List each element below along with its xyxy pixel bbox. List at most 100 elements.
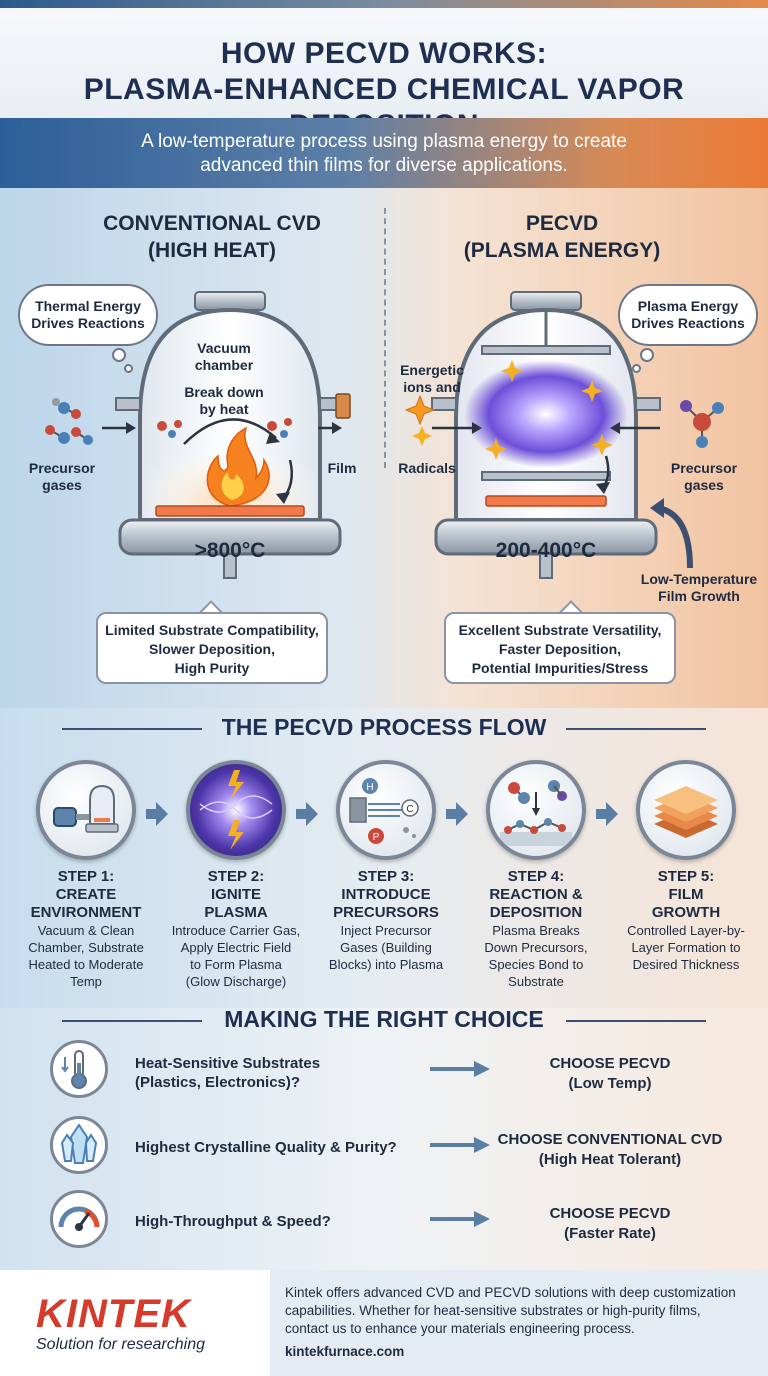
step-2-name-line2: PLASMA xyxy=(204,904,268,921)
pecvd-temperature: 200-400°C xyxy=(495,539,597,562)
process-flow-section: THE PECVD PROCESS FLOW STEP 1: CREATE EN… xyxy=(0,708,768,1008)
step-5-name-line1: FILM xyxy=(668,886,704,903)
conventional-callout-line1: Limited Substrate Compatibility, xyxy=(105,622,319,638)
pecvd-callout-line2: Faster Deposition, xyxy=(498,641,622,657)
step-3-desc-line1: Inject Precursor xyxy=(340,923,432,938)
step-1-number: STEP 1: xyxy=(57,868,115,885)
p-atom-label: P xyxy=(373,832,380,843)
conventional-callout-line2: Slower Deposition, xyxy=(148,641,275,657)
choice-question-3-line1: High-Throughput & Speed? xyxy=(135,1213,331,1230)
choice-title: MAKING THE RIGHT CHOICE xyxy=(224,1006,544,1032)
page-title-line1: HOW PECVD WORKS: xyxy=(220,37,548,70)
step-3-name-line1: INTRODUCE xyxy=(341,886,431,903)
step-2-desc-line2: Apply Electric Field xyxy=(180,940,292,955)
plasma-cloud-line2: Drives Reactions xyxy=(631,315,745,331)
precursor-molecule-icon-right xyxy=(680,400,724,448)
precursor-gases-label-right: Precursor gases xyxy=(664,460,744,494)
vacuum-pump-icon xyxy=(36,760,136,860)
section-rule-left xyxy=(62,1020,202,1022)
kintek-logo: KINTEK xyxy=(36,1292,191,1336)
thought-bubble-dot xyxy=(640,348,654,362)
precursor-injection-icon: H C P xyxy=(336,760,436,860)
conventional-callout-line3: High Purity xyxy=(174,660,250,676)
curved-growth-arrow-icon xyxy=(650,498,693,569)
conventional-cvd-title: CONVENTIONAL CVD (HIGH HEAT) xyxy=(62,210,362,264)
precursor-molecules-icon xyxy=(45,398,93,445)
flow-arrow-2 xyxy=(296,802,318,826)
choice-arrow-3 xyxy=(430,1211,490,1227)
pecvd-callout-line3: Potential Impurities/Stress xyxy=(471,660,649,676)
process-flow-title: THE PECVD PROCESS FLOW xyxy=(221,714,547,740)
step-1-desc-line4: Temp xyxy=(70,974,102,989)
choice-row-throughput: High-Throughput & Speed? CHOOSE PECVD (F… xyxy=(0,1190,768,1250)
step-4-desc-line1: Plasma Breaks xyxy=(492,923,580,938)
pecvd-title: PECVD (PLASMA ENERGY) xyxy=(412,210,712,264)
choice-answer-3-line1: CHOOSE PECVD xyxy=(549,1205,671,1222)
section-rule-left xyxy=(62,728,202,730)
step-4: STEP 4: REACTION & DEPOSITION Plasma Bre… xyxy=(466,760,606,990)
choice-answer-1-line1: CHOOSE PECVD xyxy=(549,1055,671,1072)
step-4-desc-line3: Species Bond to xyxy=(488,957,584,972)
step-3: H C P STEP 3: INTRODUCE PRECURSORS Injec… xyxy=(316,760,456,974)
precursor-gases-label-left: Precursor gases xyxy=(22,460,102,494)
conventional-cvd-chamber-illustration xyxy=(102,291,351,579)
break-down-line2: by heat xyxy=(199,401,249,417)
plasma-energy-thought-cloud: Plasma Energy Drives Reactions xyxy=(618,284,758,346)
choice-answer-2-line2: (High Heat Tolerant) xyxy=(538,1151,682,1168)
step-1-name-line1: CREATE xyxy=(55,886,117,903)
step-5: STEP 5: FILM GROWTH Controlled Layer-by-… xyxy=(616,760,756,974)
choice-answer-1-line2: (Low Temp) xyxy=(568,1075,652,1092)
flow-arrow-4 xyxy=(596,802,618,826)
precursor-left-line2: gases xyxy=(42,477,82,493)
choice-row-crystalline-quality: Highest Crystalline Quality & Purity? CH… xyxy=(0,1116,768,1176)
step-2: STEP 2: IGNITE PLASMA Introduce Carrier … xyxy=(166,760,306,990)
step-5-desc-line1: Controlled Layer-by- xyxy=(627,923,745,938)
choice-row-heat-sensitive: Heat-Sensitive Substrates (Plastics, Ele… xyxy=(0,1040,768,1100)
step-4-desc-line4: Substrate xyxy=(508,974,564,989)
growth-line2: Film Growth xyxy=(658,588,740,604)
pecvd-title-line2: (PLASMA ENERGY) xyxy=(463,239,661,262)
choice-question-2-line1: Highest Crystalline Quality & Purity? xyxy=(135,1139,397,1156)
kintek-tagline: Solution for researching xyxy=(36,1336,205,1353)
pecvd-chamber-illustration xyxy=(431,291,661,579)
low-temperature-growth-label: Low-Temperature Film Growth xyxy=(634,571,764,605)
choice-question-1-line2: (Plastics, Electronics)? xyxy=(135,1074,301,1091)
choice-arrow-1 xyxy=(430,1061,490,1077)
comparison-divider xyxy=(384,208,386,468)
step-4-name-line2: DEPOSITION xyxy=(489,904,583,921)
page-header: HOW PECVD WORKS: PLASMA-ENHANCED CHEMICA… xyxy=(0,8,768,142)
conventional-title-line2: (HIGH HEAT) xyxy=(148,239,276,262)
section-rule-right xyxy=(566,1020,706,1022)
section-rule-right xyxy=(566,728,706,730)
pecvd-callout-line1: Excellent Substrate Versatility, xyxy=(458,622,662,638)
step-2-number: STEP 2: xyxy=(207,868,265,885)
thermometer-icon xyxy=(50,1040,108,1098)
step-4-name-line1: REACTION & xyxy=(489,886,583,903)
step-3-number: STEP 3: xyxy=(357,868,415,885)
step-2-name-line1: IGNITE xyxy=(210,886,261,903)
growth-line1: Low-Temperature xyxy=(640,571,758,587)
step-5-desc-line3: Desired Thickness xyxy=(632,957,740,972)
conventional-summary-callout: Limited Substrate Compatibility, Slower … xyxy=(96,612,328,684)
break-down-line1: Break down xyxy=(184,384,264,400)
reaction-deposition-icon xyxy=(486,760,586,860)
thought-bubble-dot xyxy=(124,364,133,373)
step-1-desc-line1: Vacuum & Clean xyxy=(37,923,135,938)
speedometer-icon xyxy=(50,1190,108,1248)
vacuum-chamber-line1: Vacuum xyxy=(197,340,251,356)
step-5-desc-line2: Layer Formation to xyxy=(631,940,741,955)
thought-bubble-dot xyxy=(112,348,126,362)
energetic-ions-label: Energetic ions and xyxy=(394,362,470,396)
footer: KINTEK Solution for researching Kintek o… xyxy=(0,1270,768,1376)
choice-arrow-2 xyxy=(430,1137,490,1153)
choice-answer-3: CHOOSE PECVD (Faster Rate) xyxy=(490,1204,730,1244)
pecvd-summary-callout: Excellent Substrate Versatility, Faster … xyxy=(444,612,676,684)
vacuum-chamber-label: Vacuum chamber xyxy=(174,340,274,374)
choice-answer-1: CHOOSE PECVD (Low Temp) xyxy=(490,1054,730,1094)
thermal-cloud-line1: Thermal Energy xyxy=(35,298,141,314)
step-4-desc-line2: Down Precursors, xyxy=(484,940,588,955)
step-4-number: STEP 4: xyxy=(507,868,565,885)
footer-website-link[interactable]: kintekfurnace.com xyxy=(285,1344,405,1359)
radicals-label: Radicals xyxy=(398,460,456,476)
c-atom-label: C xyxy=(406,804,413,815)
